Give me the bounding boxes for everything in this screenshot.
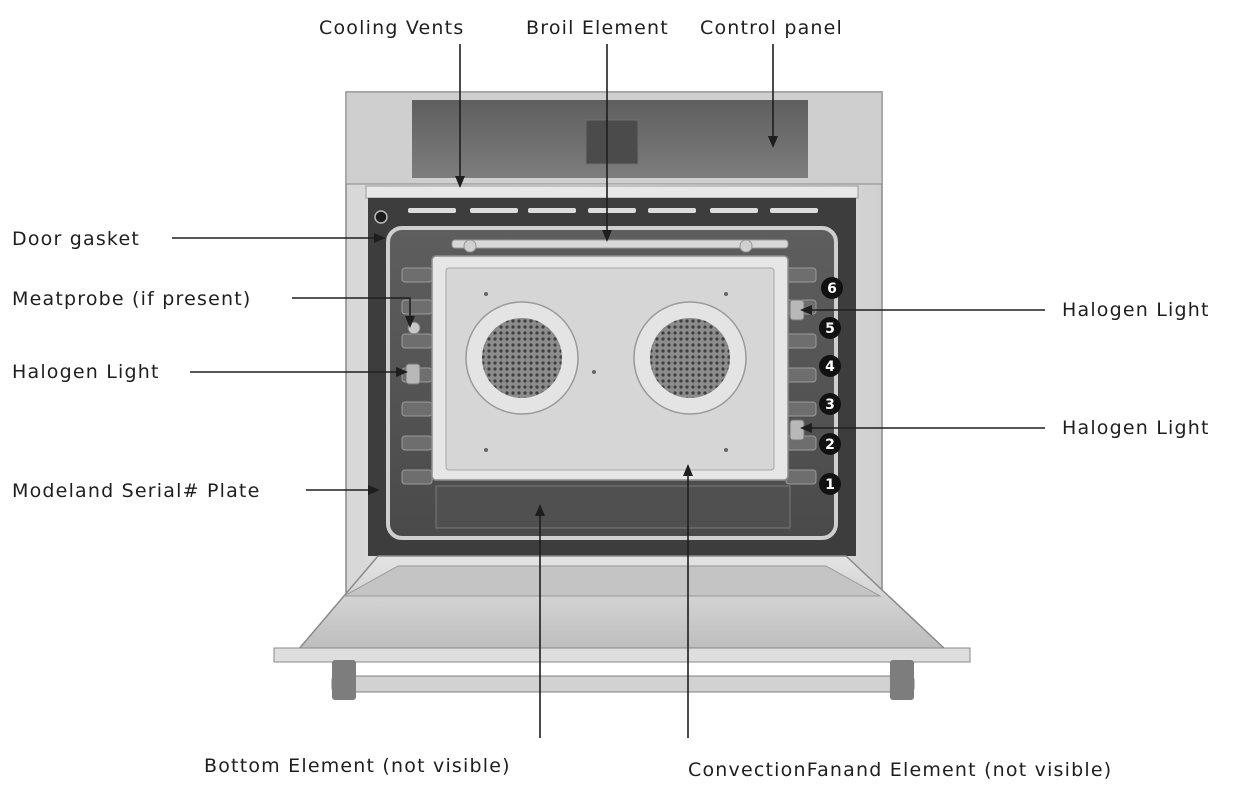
label-meatprobe: Meatprobe (if present) bbox=[12, 288, 252, 310]
oven-floor bbox=[435, 485, 791, 529]
svg-text:5: 5 bbox=[825, 321, 835, 337]
cooling-vent-slots bbox=[408, 208, 818, 213]
svg-text:4: 4 bbox=[825, 359, 835, 375]
label-halogen-light-right-top: Halogen Light bbox=[1062, 299, 1210, 321]
rack-position-badges: 6 5 4 3 2 1 bbox=[819, 277, 843, 495]
label-bottom-element: Bottom Element (not visible) bbox=[204, 755, 511, 777]
broil-element bbox=[451, 239, 789, 249]
svg-text:6: 6 bbox=[827, 281, 837, 297]
rack-position-5: 5 bbox=[819, 317, 841, 339]
oven-door-lip bbox=[273, 647, 971, 663]
rack-position-4: 4 bbox=[819, 355, 841, 377]
control-panel-screen bbox=[585, 119, 639, 165]
rack-position-2: 2 bbox=[819, 433, 841, 455]
back-panel-screws bbox=[484, 292, 728, 452]
svg-text:2: 2 bbox=[825, 437, 835, 453]
broil-element-mount-left bbox=[463, 239, 477, 253]
label-cooling-vents: Cooling Vents bbox=[319, 17, 464, 39]
broil-element-mount-right bbox=[739, 239, 753, 253]
fan-mesh-left bbox=[482, 318, 562, 398]
label-model-serial-plate: Modeland Serial# Plate bbox=[12, 480, 260, 502]
label-broil-element: Broil Element bbox=[526, 17, 669, 39]
door-handle bbox=[331, 675, 915, 693]
callout-labels: Cooling Vents Broil Element Control pane… bbox=[12, 17, 1210, 781]
halogen-light-left bbox=[405, 363, 421, 385]
leader-lines bbox=[172, 44, 1045, 738]
svg-text:3: 3 bbox=[825, 397, 835, 413]
door-switch-icon bbox=[374, 210, 388, 224]
rack-position-3: 3 bbox=[819, 393, 841, 415]
label-convection-fan: ConvectionFanand Element (not visible) bbox=[688, 759, 1112, 781]
door-handle-post-right bbox=[890, 660, 914, 700]
oven-body bbox=[273, 91, 971, 700]
rack-position-1: 1 bbox=[819, 473, 841, 495]
svg-text:1: 1 bbox=[825, 477, 835, 493]
label-halogen-light-right-bottom: Halogen Light bbox=[1062, 417, 1210, 439]
halogen-light-right-bottom bbox=[789, 419, 805, 441]
fan-mesh-right bbox=[650, 318, 730, 398]
label-door-gasket: Door gasket bbox=[12, 228, 140, 250]
oven-door-window bbox=[342, 565, 882, 597]
door-handle-post-left bbox=[332, 660, 356, 700]
label-control-panel: Control panel bbox=[700, 17, 843, 39]
label-halogen-light-left: Halogen Light bbox=[12, 361, 160, 383]
rack-position-6: 6 bbox=[821, 277, 843, 299]
vent-band bbox=[365, 185, 859, 199]
